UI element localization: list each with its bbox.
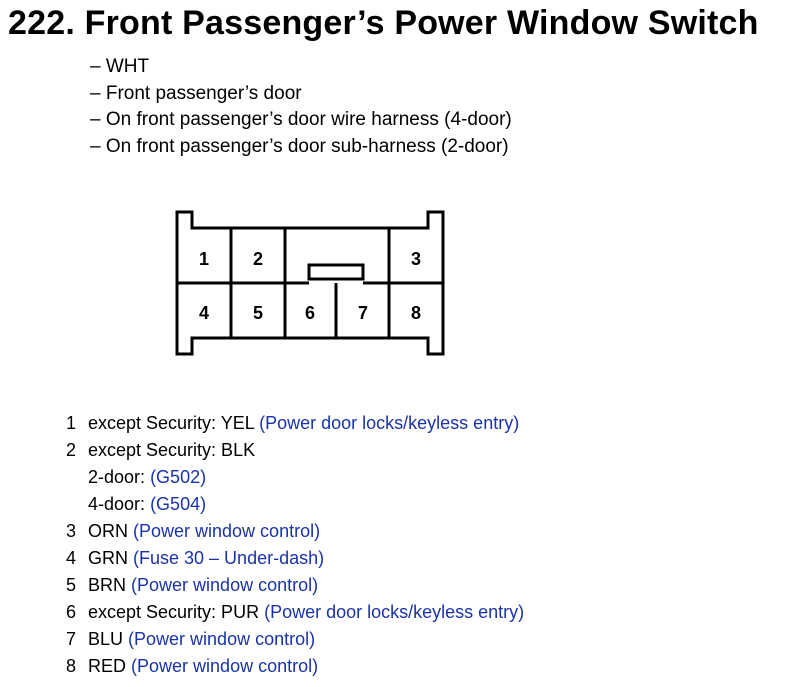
circuit-link[interactable]: (Power door locks/keyless entry) [259, 413, 520, 433]
pin-number: 5 [66, 575, 77, 595]
cavity-grid [177, 228, 443, 338]
pinout-row-6: 6 except Security: PUR (Power door locks/… [66, 599, 524, 626]
pinout-subrow-2door: 2-door: (G502) [66, 464, 524, 491]
detail-harness-4door: – On front passenger’s door wire harness… [90, 109, 512, 130]
circuit-link[interactable]: (Power door locks/keyless entry) [264, 602, 525, 622]
circuit-link[interactable]: (Power window control) [128, 629, 316, 649]
pin-number: 2 [66, 440, 77, 460]
pin-label-1: 1 [199, 249, 209, 269]
wire-info: RED [88, 656, 127, 676]
connector-diagram: 1 2 3 4 5 6 7 8 [175, 210, 445, 356]
pinout-subrow-4door: 4-door: (G504) [66, 491, 524, 518]
circuit-link[interactable]: (Power window control) [131, 656, 319, 676]
pin-label-6: 6 [305, 303, 315, 323]
pin-number: 6 [66, 602, 77, 622]
wire-info: BLU [88, 629, 124, 649]
wire-info: 2-door: [88, 467, 146, 487]
wire-info: except Security: YEL [88, 413, 255, 433]
wire-info: GRN [88, 548, 128, 568]
wire-info: ORN [88, 521, 128, 541]
pinout-row-3: 3 ORN (Power window control) [66, 518, 524, 545]
pin-label-3: 3 [411, 249, 421, 269]
pin-label-5: 5 [253, 303, 263, 323]
page-title: 222. Front Passenger’s Power Window Swit… [8, 4, 759, 42]
pinout-row-5: 5 BRN (Power window control) [66, 572, 524, 599]
ground-link-g502[interactable]: (G502) [150, 467, 207, 487]
wire-info: except Security: BLK [88, 440, 256, 460]
wire-info: 4-door: [88, 494, 146, 514]
pinout-row-7: 7 BLU (Power window control) [66, 626, 524, 653]
circuit-link[interactable]: (Power window control) [131, 575, 319, 595]
circuit-link[interactable]: (Fuse 30 – Under-dash) [133, 548, 325, 568]
pin-label-7: 7 [358, 303, 368, 323]
pin-number: 3 [66, 521, 77, 541]
detail-harness-2door: – On front passenger’s door sub-harness … [90, 135, 509, 157]
connector-housing [175, 210, 445, 356]
pin-label-4: 4 [199, 303, 209, 323]
pin-number: 8 [66, 656, 77, 676]
pin-number: 1 [66, 413, 77, 433]
wire-info: except Security: PUR [88, 602, 260, 622]
connector-details: – WHT – Front passenger’s door – On fron… [90, 54, 512, 160]
pinout-row-2: 2 except Security: BLK [66, 437, 524, 464]
ground-link-g504[interactable]: (G504) [150, 494, 207, 514]
pinout-list: 1 except Security: YEL (Power door locks/… [66, 410, 524, 680]
pinout-row-4: 4 GRN (Fuse 30 – Under-dash) [66, 545, 524, 572]
pin-label-2: 2 [253, 249, 263, 269]
circuit-link[interactable]: (Power window control) [133, 521, 321, 541]
detail-color: – WHT [90, 56, 150, 77]
pin-label-8: 8 [411, 303, 421, 323]
wire-info: BRN [88, 575, 127, 595]
pin-number: 7 [66, 629, 77, 649]
connector-latch [307, 263, 365, 281]
detail-location: – Front passenger’s door [90, 82, 302, 104]
pinout-row-1: 1 except Security: YEL (Power door locks/… [66, 410, 524, 437]
pinout-row-8: 8 RED (Power window control) [66, 653, 524, 680]
pin-number: 4 [66, 548, 77, 568]
